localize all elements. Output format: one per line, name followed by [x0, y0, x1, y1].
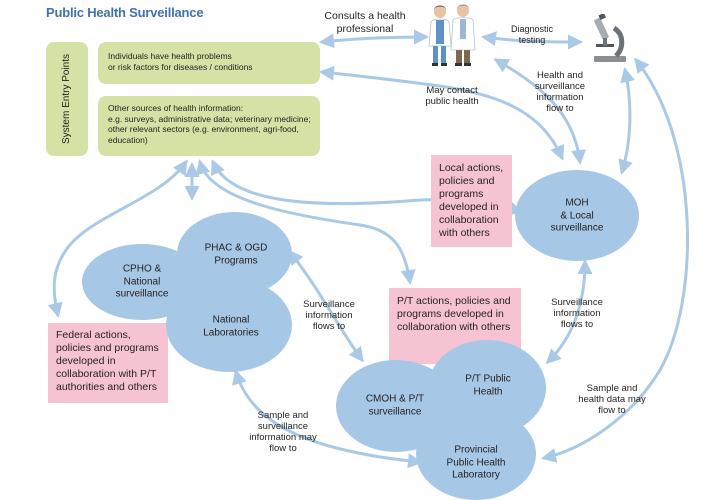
flow-arrows — [47, 29, 689, 469]
system-entry-points-label: System Entry Points — [46, 42, 88, 156]
label-surv-mid: Surveillance information flows to — [303, 299, 355, 332]
arrow-entry-pt — [195, 159, 416, 285]
label-consults: Consults a health professional — [324, 10, 406, 35]
label-surv-right: Surveillance information flows to — [551, 297, 603, 330]
arrow-sample-health — [541, 57, 689, 463]
arrow-diagnostic — [481, 31, 583, 50]
entry-box-other-sources-text: Other sources of health information: e.g… — [108, 103, 311, 145]
label-sample-surv: Sample and surveillance information may … — [249, 410, 317, 454]
cpho-text: CPHO & National surveillance — [115, 263, 169, 300]
oval-natlab — [166, 278, 292, 372]
entry-box-individuals-text: Individuals have health problems or risk… — [108, 51, 253, 72]
local-actions-box: Local actions, policies and programs dev… — [431, 155, 512, 247]
label-health-surv: Health and surveillance information flow… — [534, 70, 586, 114]
label-diagnostic: Diagnostic testing — [510, 24, 554, 45]
arrow-microscope-moh — [618, 67, 636, 175]
system-entry-points-text: System Entry Points — [61, 53, 72, 145]
local-actions-text: Local actions, policies and programs dev… — [439, 162, 504, 239]
entry-box-other-sources: Other sources of health information: e.g… — [98, 96, 320, 156]
oval-moh — [515, 170, 639, 261]
label-may-contact: May contact public health — [425, 85, 479, 107]
arrow-moh-ptph — [545, 259, 593, 365]
ptph-text: P/T Public Health — [465, 373, 511, 398]
pt-actions-text: P/T actions, policies and programs devel… — [397, 295, 511, 333]
moh-text: MOH & Local surveillance — [550, 197, 604, 234]
phac-text: PHAC & OGD Programs — [204, 242, 268, 267]
arrow-consult — [319, 29, 429, 49]
natlab-text: National Laboratories — [203, 314, 259, 339]
arrow-entry-federal — [47, 159, 188, 318]
microscope-icon — [594, 14, 626, 62]
health-professionals-icon — [428, 4, 476, 66]
federal-actions-box: Federal actions, policies and programs d… — [48, 323, 168, 403]
arrow-natlab-provlab — [232, 369, 423, 469]
pt-actions-box: P/T actions, policies and programs devel… — [389, 288, 521, 364]
provlab-text: Provincial Public Health Laboratory — [446, 444, 506, 481]
entry-box-individuals: Individuals have health problems or risk… — [98, 42, 320, 84]
cmoh-text: CMOH & P/T surveillance — [365, 393, 425, 418]
federal-actions-text: Federal actions, policies and programs d… — [56, 329, 159, 393]
label-sample-health: Sample and health data may flow to — [578, 383, 646, 416]
arrow-national-cmoh — [288, 249, 364, 363]
page-title: Public Health Surveillance — [46, 5, 204, 20]
